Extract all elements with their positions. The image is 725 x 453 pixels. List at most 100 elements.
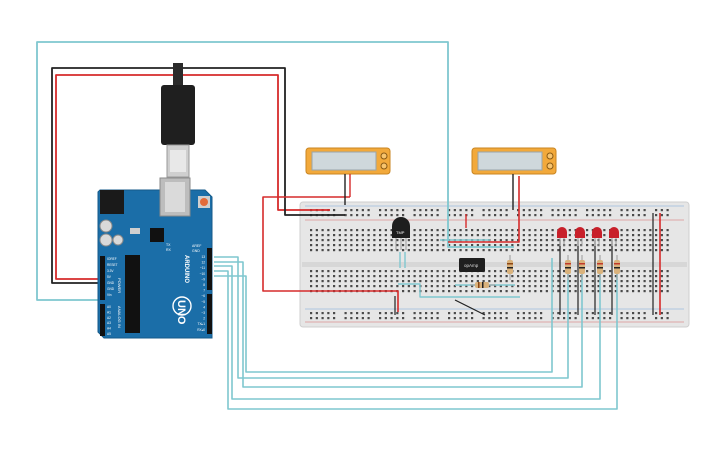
breadboard-hole[interactable] (655, 249, 658, 252)
breadboard-hole[interactable] (626, 214, 629, 217)
breadboard-hole[interactable] (396, 312, 399, 315)
breadboard-hole[interactable] (545, 229, 548, 232)
breadboard-hole[interactable] (327, 280, 330, 283)
breadboard-hole[interactable] (361, 280, 364, 283)
breadboard-hole[interactable] (425, 270, 428, 273)
breadboard-hole[interactable] (591, 214, 594, 217)
breadboard-hole[interactable] (465, 244, 468, 247)
breadboard-hole[interactable] (315, 249, 318, 252)
breadboard-hole[interactable] (586, 214, 589, 217)
breadboard-hole[interactable] (609, 275, 612, 278)
breadboard-hole[interactable] (540, 275, 543, 278)
breadboard-hole[interactable] (614, 275, 617, 278)
breadboard-hole[interactable] (402, 312, 405, 315)
breadboard-hole[interactable] (321, 270, 324, 273)
breadboard-hole[interactable] (333, 234, 336, 237)
breadboard-hole[interactable] (413, 270, 416, 273)
breadboard-hole[interactable] (453, 312, 456, 315)
breadboard-hole[interactable] (655, 239, 658, 242)
breadboard-hole[interactable] (626, 280, 629, 283)
breadboard-hole[interactable] (402, 290, 405, 293)
breadboard-hole[interactable] (637, 270, 640, 273)
breadboard-hole[interactable] (315, 244, 318, 247)
breadboard-hole[interactable] (499, 312, 502, 315)
breadboard-hole[interactable] (528, 280, 531, 283)
breadboard-hole[interactable] (626, 234, 629, 237)
breadboard-hole[interactable] (632, 214, 635, 217)
breadboard-hole[interactable] (517, 280, 520, 283)
breadboard-hole[interactable] (356, 214, 359, 217)
breadboard-hole[interactable] (390, 209, 393, 212)
breadboard-hole[interactable] (511, 239, 514, 242)
breadboard-hole[interactable] (563, 275, 566, 278)
breadboard-hole[interactable] (419, 234, 422, 237)
breadboard-hole[interactable] (384, 280, 387, 283)
breadboard-hole[interactable] (603, 214, 606, 217)
breadboard-hole[interactable] (442, 234, 445, 237)
breadboard-hole[interactable] (459, 280, 462, 283)
breadboard-hole[interactable] (356, 312, 359, 315)
breadboard-hole[interactable] (660, 290, 663, 293)
breadboard-hole[interactable] (436, 280, 439, 283)
breadboard-hole[interactable] (603, 249, 606, 252)
breadboard-hole[interactable] (494, 244, 497, 247)
breadboard-hole[interactable] (591, 285, 594, 288)
breadboard-hole[interactable] (321, 234, 324, 237)
breadboard-hole[interactable] (597, 290, 600, 293)
breadboard-hole[interactable] (442, 285, 445, 288)
breadboard-hole[interactable] (356, 270, 359, 273)
breadboard-hole[interactable] (534, 244, 537, 247)
breadboard-hole[interactable] (402, 214, 405, 217)
breadboard-hole[interactable] (563, 317, 566, 320)
breadboard-hole[interactable] (586, 290, 589, 293)
breadboard-hole[interactable] (396, 209, 399, 212)
breadboard-hole[interactable] (476, 280, 479, 283)
breadboard-hole[interactable] (568, 275, 571, 278)
breadboard-hole[interactable] (528, 270, 531, 273)
breadboard-hole[interactable] (574, 285, 577, 288)
breadboard-hole[interactable] (442, 270, 445, 273)
breadboard-hole[interactable] (361, 270, 364, 273)
breadboard-hole[interactable] (425, 312, 428, 315)
breadboard-hole[interactable] (407, 275, 410, 278)
breadboard-hole[interactable] (315, 229, 318, 232)
breadboard-hole[interactable] (448, 285, 451, 288)
breadboard-hole[interactable] (568, 317, 571, 320)
breadboard-hole[interactable] (310, 317, 313, 320)
breadboard-hole[interactable] (499, 290, 502, 293)
breadboard-hole[interactable] (488, 244, 491, 247)
breadboard-hole[interactable] (586, 234, 589, 237)
breadboard-hole[interactable] (626, 275, 629, 278)
breadboard-hole[interactable] (367, 214, 370, 217)
breadboard-hole[interactable] (540, 239, 543, 242)
breadboard-hole[interactable] (310, 285, 313, 288)
breadboard-hole[interactable] (488, 290, 491, 293)
breadboard-hole[interactable] (402, 317, 405, 320)
breadboard-hole[interactable] (361, 249, 364, 252)
multimeter-2[interactable] (471, 147, 557, 210)
breadboard-hole[interactable] (333, 312, 336, 315)
breadboard-hole[interactable] (471, 290, 474, 293)
breadboard-hole[interactable] (390, 270, 393, 273)
breadboard-hole[interactable] (649, 270, 652, 273)
breadboard-hole[interactable] (603, 244, 606, 247)
breadboard-hole[interactable] (436, 244, 439, 247)
breadboard-hole[interactable] (660, 244, 663, 247)
breadboard-hole[interactable] (591, 270, 594, 273)
breadboard-hole[interactable] (620, 249, 623, 252)
breadboard-hole[interactable] (419, 317, 422, 320)
breadboard-hole[interactable] (494, 317, 497, 320)
breadboard-hole[interactable] (315, 234, 318, 237)
breadboard-hole[interactable] (407, 244, 410, 247)
breadboard-hole[interactable] (407, 280, 410, 283)
breadboard-hole[interactable] (517, 285, 520, 288)
breadboard-hole[interactable] (315, 239, 318, 242)
breadboard-hole[interactable] (384, 270, 387, 273)
breadboard-hole[interactable] (482, 317, 485, 320)
breadboard-hole[interactable] (620, 209, 623, 212)
breadboard-hole[interactable] (666, 209, 669, 212)
breadboard-hole[interactable] (413, 249, 416, 252)
breadboard-hole[interactable] (367, 317, 370, 320)
breadboard-hole[interactable] (609, 312, 612, 315)
breadboard-hole[interactable] (534, 249, 537, 252)
